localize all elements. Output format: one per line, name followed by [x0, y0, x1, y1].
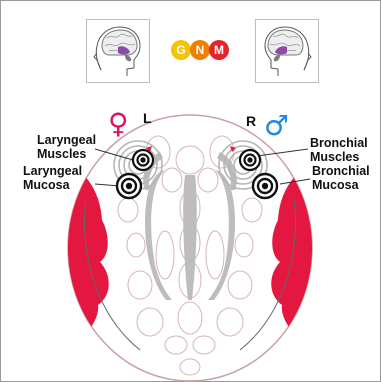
- male-symbol-icon: ♂: [264, 112, 289, 140]
- right-muscles-target-icon: [240, 150, 260, 170]
- female-symbol-icon: ♀: [108, 110, 129, 138]
- side-label-left: L: [143, 110, 152, 126]
- right-mucosa-target-icon: [253, 174, 277, 198]
- left-mucosa-target-icon: [117, 174, 141, 198]
- side-label-right: R: [246, 113, 256, 129]
- left-muscles-target-icon: [133, 150, 153, 170]
